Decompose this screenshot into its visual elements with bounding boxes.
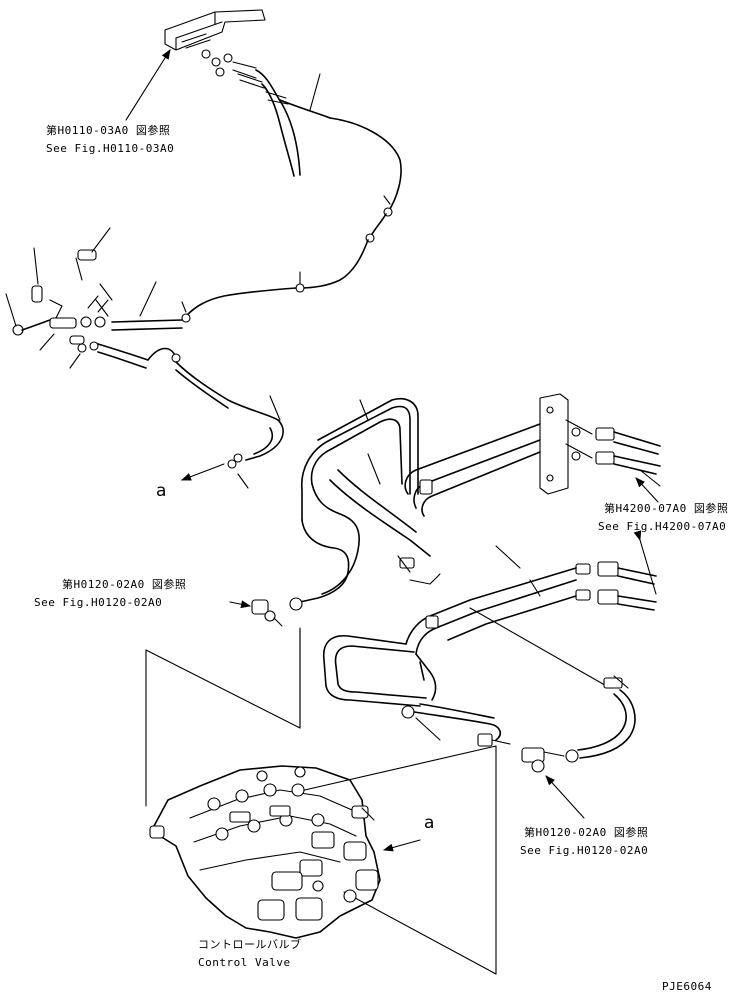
view-a-left-label: a [156,481,167,501]
callout-leaders [125,49,659,595]
ref-h4200-jp: 第H4200-07A0 図参照 [604,502,729,515]
right-upper-bracket [539,393,661,495]
drawing-number: PJE6064 [662,980,712,993]
lower-manifold-tubes [322,635,511,747]
routed-tube-assembly [289,398,541,611]
control-valve-body [149,765,421,939]
control-valve-name-jp: コントロールバルブ [198,938,302,951]
valve-leader-lines [145,627,497,975]
ref-h4200-en: See Fig.H4200-07A0 [598,520,727,533]
top-fittings [201,49,265,89]
ref-h0120-right-en: See Fig.H0120-02A0 [520,844,649,857]
top-bracket [164,9,266,51]
right-middle-fittings [405,545,657,655]
ref-h0110-en: See Fig.H0110-03A0 [46,142,175,155]
left-parts-cluster [5,227,181,369]
left-middle-fitting [229,599,283,627]
view-a-right-label: a [424,813,435,833]
right-lower-hose [469,607,636,819]
lower-left-hose [175,361,284,489]
ref-h0120-right-jp: 第H0120-02A0 図参照 [524,826,649,839]
ref-h0120-left-jp: 第H0120-02A0 図参照 [62,578,187,591]
ref-h0110-jp: 第H0110-03A0 図参照 [46,124,171,137]
upper-hose [111,69,402,331]
ref-h0120-left-en: See Fig.H0120-02A0 [34,596,163,609]
control-valve-name-en: Control Valve [198,956,291,969]
